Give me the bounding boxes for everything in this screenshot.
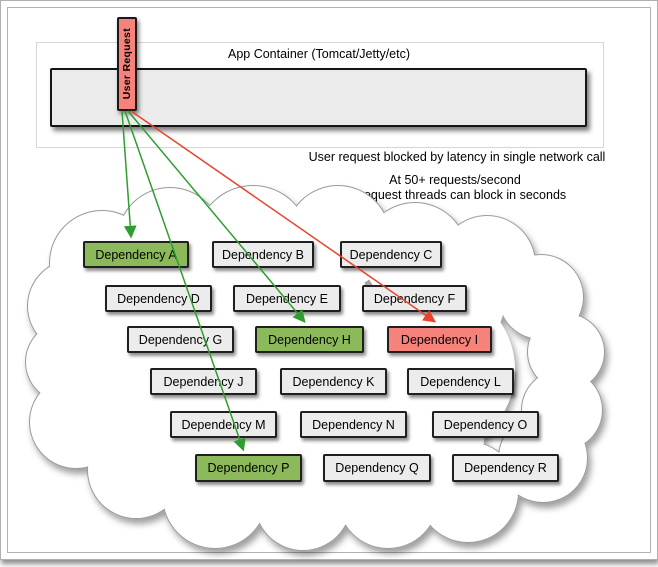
dependency-box-h: Dependency H <box>255 326 364 353</box>
dependency-label: Dependency E <box>245 291 328 306</box>
dependency-box-d: Dependency D <box>105 285 212 312</box>
dependency-label: Dependency P <box>207 461 290 475</box>
dependency-label: Dependency H <box>268 332 351 347</box>
dependency-box-n: Dependency N <box>300 411 407 438</box>
dependency-label: Dependency O <box>443 417 528 432</box>
dependency-label: Dependency C <box>349 247 433 262</box>
dependency-label: Dependency L <box>420 374 501 389</box>
user-request-box: User Request <box>117 17 137 111</box>
dependency-box-c: Dependency C <box>340 241 442 268</box>
dependency-box-f: Dependency F <box>362 285 467 312</box>
user-request-label: User Request <box>121 28 133 100</box>
dependency-box-a: Dependency A <box>83 241 189 268</box>
dependency-box-j: Dependency J <box>150 368 257 395</box>
dependency-box-o: Dependency O <box>432 411 539 438</box>
dependency-label: Dependency M <box>181 417 266 432</box>
dependency-box-g: Dependency G <box>127 326 234 353</box>
dependency-box-l: Dependency L <box>407 368 514 395</box>
page-inner-frame <box>7 7 651 553</box>
dependency-label: Dependency B <box>221 247 304 262</box>
dependency-label: Dependency G <box>138 332 223 347</box>
dependency-label: Dependency Q <box>335 461 419 475</box>
dependency-label: Dependency A <box>95 247 177 262</box>
dependency-box-q: Dependency Q <box>323 454 431 482</box>
dependency-box-e: Dependency E <box>233 285 341 312</box>
dependency-box-m: Dependency M <box>170 411 277 438</box>
dependency-box-b: Dependency B <box>212 241 314 268</box>
dependency-label: Dependency R <box>464 461 547 475</box>
dependency-label: Dependency F <box>373 291 456 306</box>
dependency-label: Dependency J <box>163 374 244 389</box>
dependency-label: Dependency K <box>292 374 375 389</box>
dependency-label: Dependency D <box>117 291 200 306</box>
dependency-label: Dependency N <box>312 417 395 432</box>
dependency-box-r: Dependency R <box>452 454 559 482</box>
app-container-label: App Container (Tomcat/Jetty/etc) <box>227 47 411 61</box>
dependency-box-p: Dependency P <box>195 454 302 482</box>
dependency-box-i: Dependency I <box>387 326 492 353</box>
dependency-box-k: Dependency K <box>280 368 387 395</box>
dependency-label: Dependency I <box>400 332 479 347</box>
